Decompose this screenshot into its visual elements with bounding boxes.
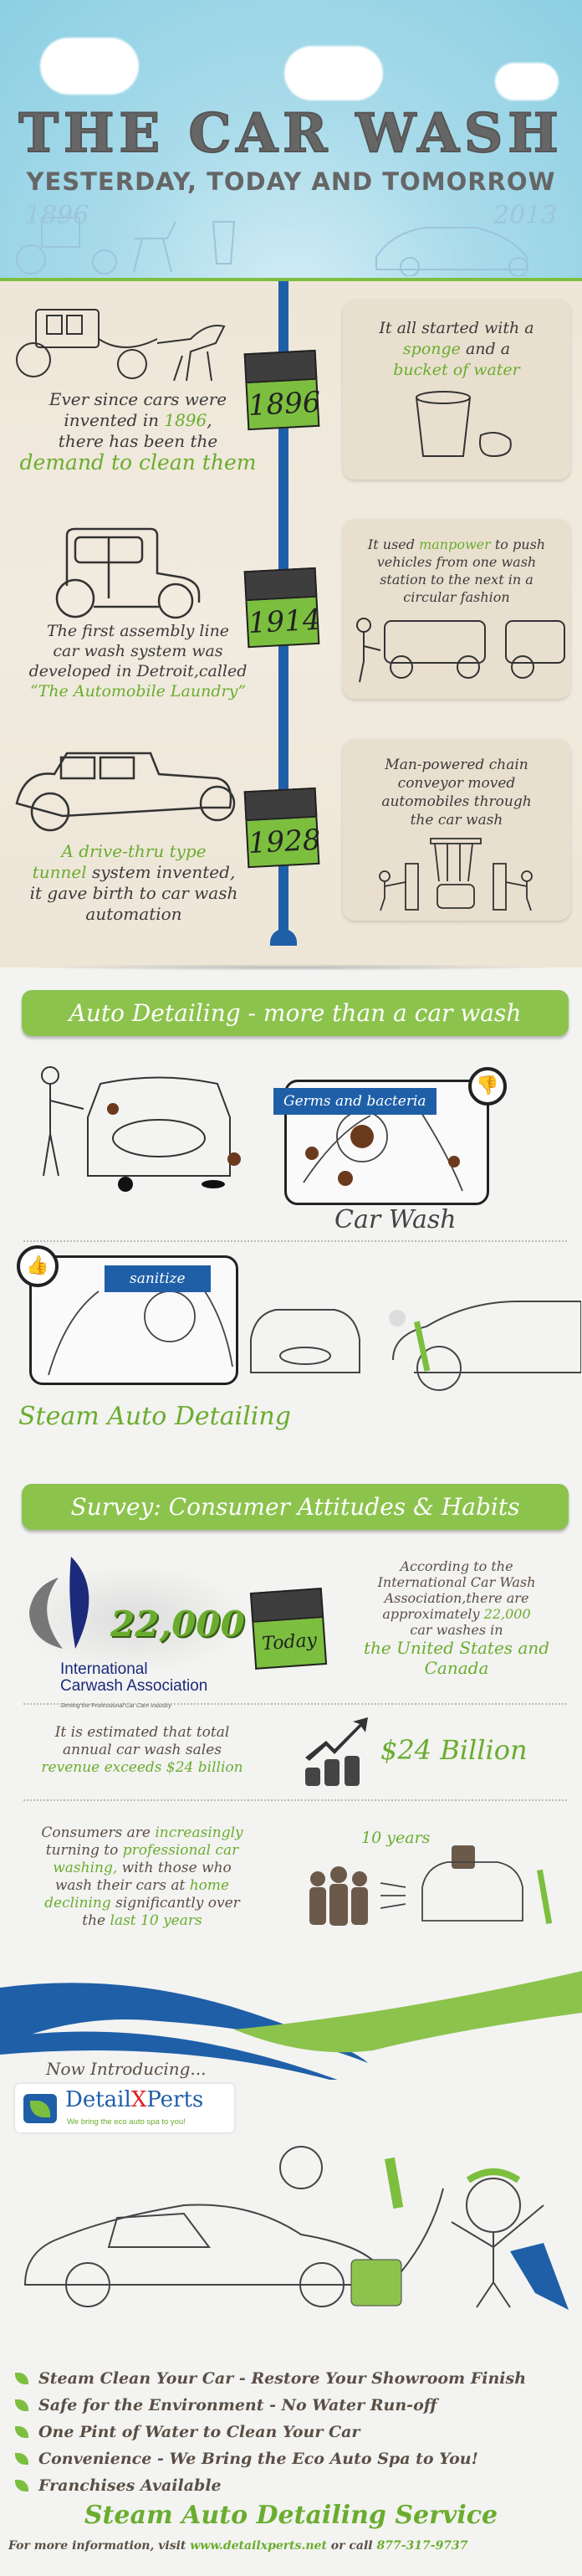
wave-decoration: [0, 1971, 582, 2080]
ghost-year-left: 1896: [25, 201, 89, 230]
thumbs-down-icon: 👎: [468, 1067, 507, 1106]
mascot-steam-cleaning-car-illustration: [23, 2146, 569, 2310]
bucket-sponge-icon: [416, 391, 512, 458]
men-pushing-cars-icon: [356, 618, 565, 683]
germs-label: Germs and bacteria: [273, 1088, 436, 1115]
calendar-today: Today: [249, 1588, 328, 1670]
calendar-1914: 1914: [243, 567, 321, 649]
carriage-icon: [16, 309, 226, 381]
survey-banner: Survey: Consumer Attitudes & Habits: [22, 1484, 569, 1530]
chain-conveyor-wash-icon: [379, 838, 533, 911]
leaf-bullet-icon: [15, 2373, 28, 2384]
car-wash-label: Car Wash: [334, 1205, 457, 1234]
website-link[interactable]: www.detailxperts.net: [190, 2539, 327, 2553]
ghost-year-right: 2013: [493, 201, 558, 230]
feature-item: Safe for the Environment - No Water Run-…: [15, 2392, 526, 2419]
feature-item: One Pint of Water to Clean Your Car: [15, 2419, 526, 2445]
footer-contact: For more information, visit www.detailxp…: [8, 2539, 468, 2553]
1928-sedan-icon: [15, 752, 236, 832]
auto-detailing-banner: Auto Detailing - more than a car wash: [22, 990, 569, 1036]
feature-item: Steam Clean Your Car - Restore Your Show…: [15, 2365, 526, 2392]
model-t-car-icon: [55, 527, 201, 619]
cloud: [40, 38, 139, 95]
dirty-car-illustration: [41, 1066, 241, 1192]
logo-wordmark: DetailXPerts: [65, 2087, 204, 2112]
calendar-1896: 1896: [243, 349, 321, 431]
page-subtitle: YESTERDAY, TODAY AND TOMORROW: [26, 167, 556, 196]
map-background: [17, 1565, 251, 1674]
leaf-bullet-icon: [15, 2426, 28, 2438]
revenue-value: $24 Billion: [380, 1734, 528, 1766]
money-growth-icon: [305, 1717, 368, 1786]
now-introducing-label: Now Introducing...: [46, 2059, 207, 2079]
ten-years-label: 10 years: [361, 1829, 431, 1847]
ica-globe-logo-icon: [29, 1557, 89, 1649]
dotted-divider: [23, 1799, 567, 1801]
header-sketches-icon: [16, 217, 528, 276]
clean-cars-steam-illustration: [250, 1301, 581, 1391]
feature-list: Steam Clean Your Car - Restore Your Show…: [15, 2365, 526, 2499]
divider: [0, 278, 582, 281]
service-title: Steam Auto Detailing Service: [84, 2501, 498, 2530]
dirty-interior-icon: [303, 1098, 463, 1192]
steam-auto-detailing-label: Steam Auto Detailing: [18, 1402, 291, 1431]
dotted-divider: [23, 1703, 567, 1705]
logo-tagline: We bring the eco auto spa to you!: [67, 2117, 186, 2127]
leaf-logo-icon: [23, 2094, 57, 2123]
dotted-divider: [23, 1240, 567, 1242]
carwash-count: 22,000: [110, 1604, 245, 1645]
leaf-bullet-icon: [15, 2453, 28, 2465]
section-shadow: [25, 964, 557, 971]
feature-item: Franchises Available: [15, 2472, 526, 2499]
cloud: [495, 63, 559, 100]
detailxperts-logo: DetailXPerts We bring the eco auto spa t…: [15, 2084, 234, 2132]
sanitize-label: sanitize: [105, 1265, 211, 1292]
leaf-bullet-icon: [15, 2399, 28, 2411]
people-to-car-illustration: [309, 1845, 553, 1926]
page-title: THE CAR WASH: [18, 101, 564, 166]
cloud: [284, 46, 383, 100]
thumbs-up-icon: 👍: [17, 1245, 59, 1287]
calendar-1928: 1928: [243, 787, 321, 869]
leaf-bullet-icon: [15, 2480, 28, 2491]
timeline-spine-base: [270, 929, 297, 946]
phone-link[interactable]: 877-317-9737: [376, 2539, 468, 2553]
feature-item: Convenience - We Bring the Eco Auto Spa …: [15, 2445, 526, 2472]
